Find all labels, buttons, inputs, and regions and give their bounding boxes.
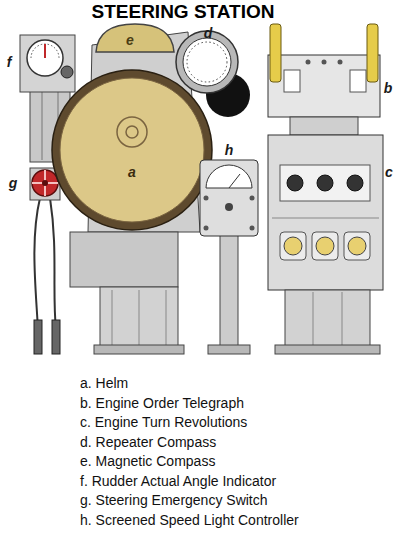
- revolution-dial: [284, 237, 302, 255]
- telegraph-handle: [270, 24, 281, 82]
- key-item: b. Engine Order Telegraph: [80, 395, 244, 411]
- helm-flange: [94, 345, 184, 354]
- pedestal-line: [313, 292, 314, 345]
- helm-base: [100, 287, 178, 347]
- cable: [50, 198, 56, 330]
- switch-wheel: [32, 170, 58, 196]
- revolutions-panel: [280, 165, 370, 201]
- indicator-dial: [27, 40, 63, 76]
- key-item: d. Repeater Compass: [80, 434, 216, 450]
- helm-hub-inner: [126, 126, 138, 138]
- cabinet-line: [272, 218, 379, 219]
- cable-end: [52, 320, 60, 354]
- needle: [44, 44, 46, 58]
- telegraph-neck: [290, 117, 358, 135]
- key-item: h. Screened Speed Light Controller: [80, 512, 299, 528]
- key-item: f. Rudder Actual Angle Indicator: [80, 473, 276, 489]
- helm-rim: [52, 70, 212, 230]
- bracket-line: [42, 92, 43, 160]
- cabinet-base: [275, 345, 380, 354]
- controller-pole: [220, 235, 238, 347]
- screw: [250, 226, 255, 231]
- knob: [61, 66, 73, 78]
- base-line: [112, 290, 113, 345]
- magnetic-compass: [96, 24, 174, 52]
- helm-hub: [117, 117, 147, 147]
- telegraph-box: [268, 55, 380, 117]
- repeater-ticks: [187, 42, 227, 82]
- socket: [287, 175, 303, 191]
- telegraph-button: [322, 60, 327, 65]
- indicator-box: [20, 35, 75, 92]
- telegraph-plate: [350, 70, 366, 92]
- telegraph-plate: [284, 70, 300, 92]
- callout-letter: h: [225, 142, 234, 158]
- callout-letter: a: [128, 164, 136, 180]
- revolutions-cabinet: [268, 135, 383, 290]
- diagram-title: STEERING STATION: [92, 1, 275, 23]
- telegraph-handle: [367, 24, 378, 82]
- dial-frame: [312, 232, 338, 260]
- callout-letter: g: [9, 175, 18, 191]
- dial-frame: [280, 232, 306, 260]
- controller-dial: [206, 165, 252, 188]
- revolution-dial: [348, 237, 366, 255]
- helm-pedestal: [70, 232, 178, 287]
- controller-box: [200, 160, 258, 236]
- base-line: [139, 290, 140, 345]
- dial-ticks: [31, 44, 59, 58]
- key-item: e. Magnetic Compass: [80, 453, 215, 469]
- cabinet-pedestal: [285, 290, 370, 347]
- callout-letter: b: [384, 80, 393, 96]
- key-item: a. Helm: [80, 375, 128, 391]
- cable-end: [34, 320, 42, 354]
- hub: [42, 180, 48, 186]
- controller-base: [208, 345, 250, 354]
- pedestal-line: [342, 292, 343, 345]
- repeater-face: [183, 38, 231, 86]
- telegraph-button: [306, 60, 311, 65]
- key-item: c. Engine Turn Revolutions: [80, 414, 247, 430]
- socket: [347, 175, 363, 191]
- screw: [250, 196, 255, 201]
- cable: [34, 198, 40, 330]
- callout-letter: d: [204, 25, 213, 41]
- key-item: g. Steering Emergency Switch: [80, 492, 268, 508]
- base-line: [166, 290, 167, 345]
- controller-needle: [229, 174, 240, 188]
- screw: [204, 196, 209, 201]
- socket: [317, 175, 333, 191]
- screw: [204, 226, 209, 231]
- callout-letter: c: [385, 164, 393, 180]
- helm-face: [60, 78, 204, 222]
- revolution-dial: [316, 237, 334, 255]
- controller-knob: [225, 203, 233, 211]
- dial-frame: [344, 232, 370, 260]
- telegraph-button: [338, 60, 343, 65]
- callout-letter: f: [7, 54, 12, 70]
- callout-letter: e: [126, 32, 134, 48]
